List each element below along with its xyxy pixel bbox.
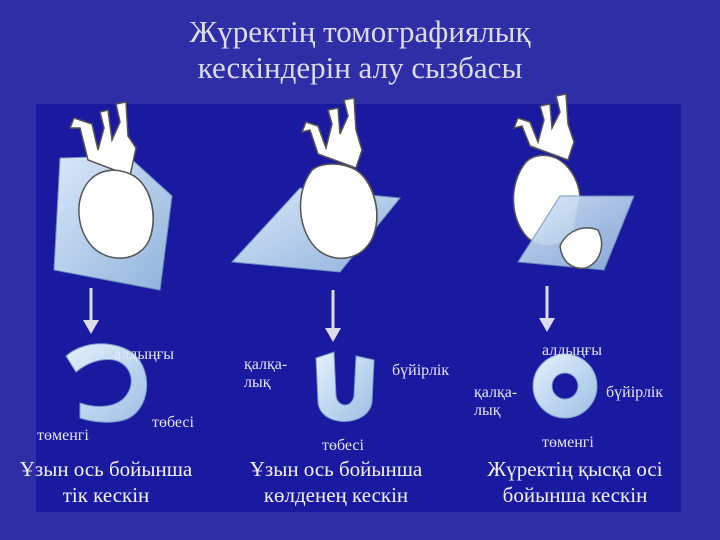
caption-line-1: Ұзын ось бойынша <box>249 457 423 481</box>
arrow-left <box>83 288 99 334</box>
caption-short-axis: Жүректің қысқа осі бойынша кескін <box>470 456 680 508</box>
caption-line-2: тік кескін <box>62 483 150 507</box>
heart-apex-section <box>559 227 603 270</box>
label-septal-line-2: лық <box>244 374 271 391</box>
title-line-1: Жүректің томографиялық <box>189 14 531 49</box>
vertical-long-axis-slice <box>65 343 148 423</box>
caption-line-1: Ұзын ось бойынша <box>19 457 193 481</box>
arrow-right <box>539 286 555 332</box>
label-septal-line-1: қалқа- <box>244 356 288 373</box>
label-septal-line-1: қалқа- <box>474 384 518 401</box>
caption-vertical-long-axis: Ұзын ось бойынша тік кескін <box>6 456 206 508</box>
label-front: алдыңғы <box>114 346 174 363</box>
label-septal: қалқа- лық <box>244 356 287 392</box>
label-septal-line-2: лық <box>474 402 501 419</box>
caption-line-2: бойынша кескін <box>502 483 648 507</box>
heart-illustration <box>299 97 378 260</box>
heart-illustration <box>68 101 154 259</box>
heart-short-axis-figure <box>512 93 635 271</box>
title-line-2: кескіндерін алу сызбасы <box>197 50 523 85</box>
caption-line-1: Жүректің қысқа осі <box>487 457 663 481</box>
caption-horizontal-long-axis: Ұзын ось бойынша көлденең кескін <box>236 456 436 508</box>
heart-sagittal-figure <box>53 101 173 291</box>
label-front: алдыңғы <box>542 342 602 359</box>
label-lower: төменгі <box>37 427 89 444</box>
label-lower: төменгі <box>542 434 594 451</box>
caption-line-2: көлденең кескін <box>263 483 409 507</box>
page-title: Жүректің томографиялық кескіндерін алу с… <box>0 14 720 86</box>
horizontal-long-axis-slice <box>315 351 375 422</box>
heart-horizontal-figure <box>230 97 401 273</box>
label-septal: қалқа- лық <box>474 384 517 420</box>
label-lateral: бүйірлік <box>606 384 664 401</box>
short-axis-ring-slice <box>532 353 598 419</box>
label-apex: төбесі <box>152 414 194 431</box>
label-lateral: бүйірлік <box>392 362 450 379</box>
label-apex: төбесі <box>322 437 364 454</box>
arrow-middle <box>325 290 341 342</box>
